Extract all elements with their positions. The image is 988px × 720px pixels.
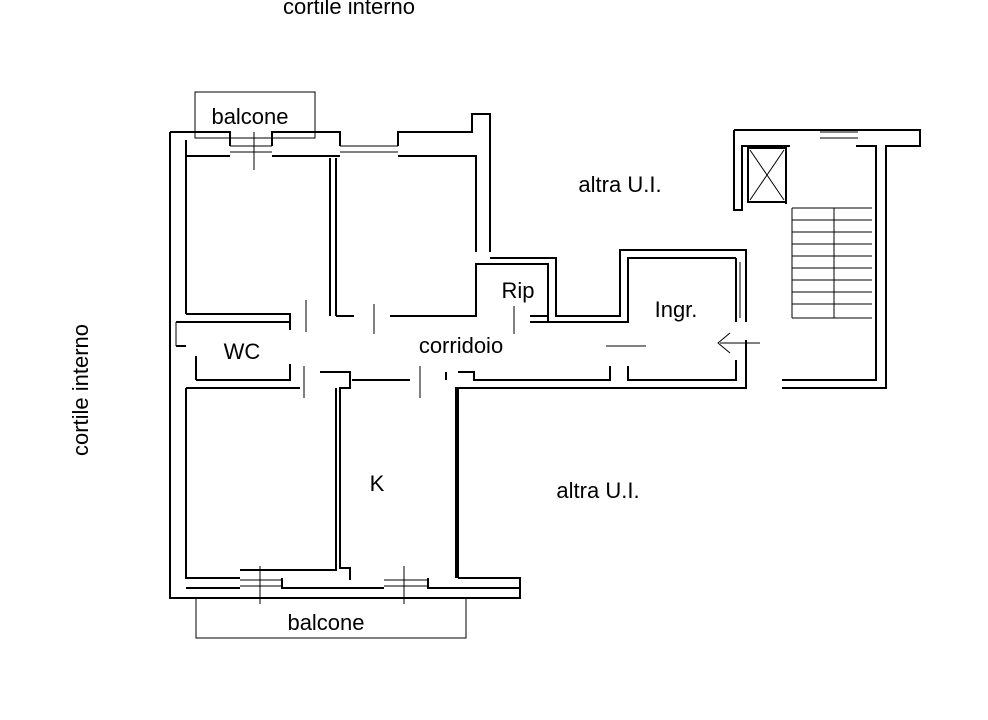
balcony-bottom-label: balcone [287, 610, 364, 635]
courtyard-left-label: cortile interno [68, 324, 93, 456]
other-unit-top-label: altra U.I. [578, 172, 661, 197]
kitchen-label: K [370, 471, 385, 496]
other-unit-bottom-label: altra U.I. [556, 478, 639, 503]
entrance-arrow-icon [717, 332, 760, 354]
storage-label: Rip [501, 278, 534, 303]
corridor-label: corridoio [419, 333, 503, 358]
balcony-top [194, 91, 316, 139]
entrance-label: Ingr. [655, 297, 698, 322]
bathroom-label: WC [224, 339, 261, 364]
door-marks [303, 300, 646, 398]
balcony-top-label: balcone [211, 104, 288, 129]
balcony-bottom [195, 597, 467, 639]
walls [169, 113, 921, 604]
courtyard-top-label: cortile interno [283, 0, 415, 19]
